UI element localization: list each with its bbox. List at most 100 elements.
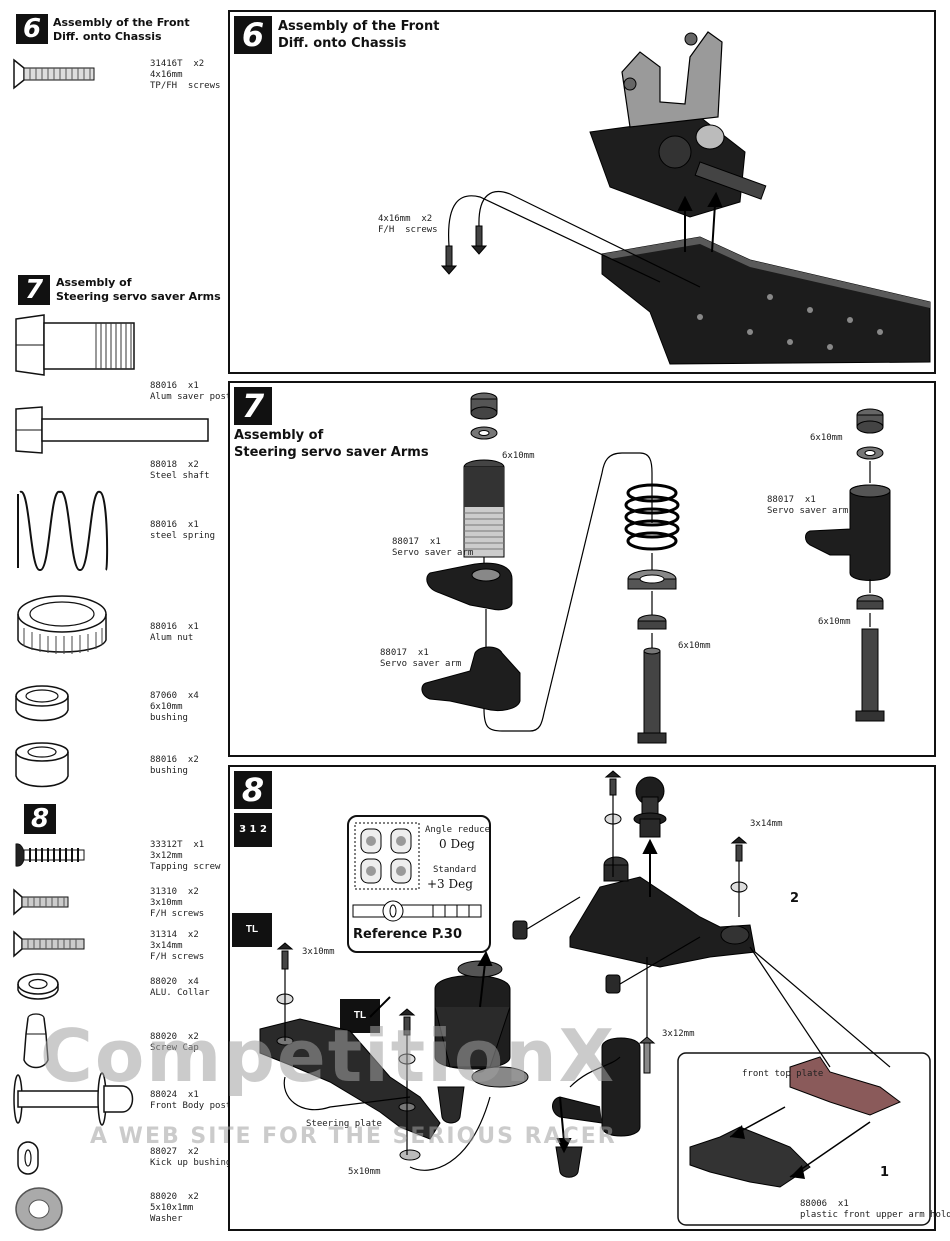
- panel7-diagram: [421, 392, 891, 744]
- part-88016-post-code: 88016 x1: [150, 381, 199, 391]
- steel-shaft-icon: [15, 406, 209, 454]
- steel-spring-icon: [17, 490, 109, 572]
- part-87060-desc2: bushing: [150, 713, 188, 723]
- panel8-arrows: [369, 838, 658, 1154]
- panel8-diagram: [259, 770, 931, 1226]
- threadlock-badge-1: TL: [232, 913, 272, 947]
- front-plate-inset: [677, 1052, 931, 1226]
- panel7-label-arm-a1: 88017 x1: [392, 537, 441, 547]
- kick-up-bushings: [512, 920, 621, 994]
- panel7-title-line1: Assembly of: [234, 428, 324, 443]
- panel8-label-holder2: plastic front upper arm holder: [800, 1210, 950, 1220]
- reference-standard-line2: +3 Deg: [427, 877, 473, 891]
- part-88020-collar-desc: ALU. Collar: [150, 988, 210, 998]
- panel8-label-two: 2: [790, 891, 800, 906]
- panel7-label-6x10-d: 6x10mm: [818, 617, 851, 627]
- part-31416t-desc2: TP/FH screws: [150, 81, 221, 91]
- reference-standard-line1: Standard: [433, 865, 477, 875]
- front-diff-bulkhead: [589, 31, 767, 218]
- part-88018-code: 88018 x2: [150, 460, 199, 470]
- panel6-diagram: [440, 31, 931, 365]
- screw-caps: [437, 1086, 583, 1178]
- inset-callout-lines: [749, 946, 891, 1068]
- panel7-label-arm-b2: Servo saver arm: [380, 659, 462, 669]
- part-88020-washer-desc2: Washer: [150, 1214, 183, 1224]
- part-31310-code: 31310 x2: [150, 887, 199, 897]
- part-88020-washer-desc1: 5x10x1mm: [150, 1203, 194, 1213]
- panel7-label-6x10-c: 6x10mm: [810, 433, 843, 443]
- fh-screw-3x14-icon: [13, 930, 85, 958]
- part-88020-collar-code: 88020 x4: [150, 977, 199, 987]
- panel7-label-6x10-b: 6x10mm: [678, 641, 711, 651]
- part-88020-cap-code: 88020 x2: [150, 1032, 199, 1042]
- panel-step6: 6 Assembly of the Front Diff. onto Chass…: [228, 10, 936, 374]
- part-88016-nut-code: 88016 x1: [150, 622, 199, 632]
- alu-collar-icon: [17, 973, 59, 1000]
- reference-arm-sketch: [352, 900, 482, 922]
- right-stack: [805, 408, 891, 722]
- part-31310-desc1: 3x10mm: [150, 898, 183, 908]
- part-88018-desc: Steel shaft: [150, 471, 210, 481]
- part-88027-code: 88027 x2: [150, 1147, 199, 1157]
- fh-screw-3x10-icon: [13, 888, 69, 916]
- reference-hole-diagram: [354, 822, 420, 890]
- panel7-guide-line: [483, 452, 653, 732]
- step7-title-line1: Assembly of: [56, 276, 132, 289]
- reference-inset: Angle reduce 0 Deg Standard +3 Deg Refer…: [347, 815, 491, 953]
- part-88016-bushing-desc: bushing: [150, 766, 188, 776]
- part-88024-desc: Front Body post: [150, 1101, 232, 1111]
- panel7-label-arm-c2: Servo saver arm: [767, 506, 849, 516]
- panel7-label-arm-c1: 88017 x1: [767, 495, 816, 505]
- part-31314-desc1: 3x14mm: [150, 941, 183, 951]
- part-88016-post-desc: Alum saver post: [150, 392, 232, 402]
- panel8-label-3x14: 3x14mm: [750, 819, 783, 829]
- panel8-label-3x10: 3x10mm: [302, 947, 335, 957]
- insertion-arrows: [677, 191, 723, 253]
- threadlock-badge-2: TL: [340, 999, 380, 1033]
- part-88020-cap-desc: Screw Cap: [150, 1043, 199, 1053]
- step6-title-line2: Diff. onto Chassis: [53, 30, 162, 43]
- screw-4x16-icon: [13, 58, 95, 90]
- part-87060-desc1: 6x10mm: [150, 702, 183, 712]
- watermark-logo-text: CompetitionX: [40, 1014, 617, 1098]
- servo-saver-assembly: [434, 960, 529, 1088]
- part-87060-code: 87060 x4: [150, 691, 199, 701]
- panel8-label-steering-plate: Steering plate: [306, 1119, 382, 1129]
- panel6-screw-label1: 4x16mm x2: [378, 214, 433, 224]
- panel6-number-badge: 6: [234, 16, 272, 54]
- part-33312t-desc1: 3x12mm: [150, 851, 183, 861]
- watermark-tagline: A WEB SITE FOR THE SERIOUS RACER: [90, 1124, 617, 1149]
- step7-title-line2: Steering servo saver Arms: [56, 290, 221, 303]
- step8-number-badge: 8: [24, 804, 56, 834]
- kick-up-bushing-icon: [17, 1141, 39, 1175]
- part-31314-code: 31314 x2: [150, 930, 199, 940]
- panel8-label-3x12: 3x12mm: [662, 1029, 695, 1039]
- panel8-order-badge: 3 1 2: [234, 813, 272, 847]
- reference-angle-line2: 0 Deg: [439, 837, 475, 851]
- body-post: [633, 776, 667, 838]
- reference-title: Reference P.30: [353, 927, 463, 942]
- panel8-label-one: 1: [880, 1165, 890, 1180]
- part-31416t-desc1: 4x16mm: [150, 70, 183, 80]
- panel8-label-holder1: 88006 x1: [800, 1199, 849, 1209]
- panel6-title-line1: Assembly of the Front: [278, 19, 440, 34]
- part-31310-desc2: F/H screws: [150, 909, 205, 919]
- panel7-title-line2: Steering servo saver Arms: [234, 445, 429, 460]
- part-33312t-desc2: Tapping screw: [150, 862, 221, 872]
- screw-guide-lines: [447, 190, 701, 288]
- panel8-number-badge: 8: [234, 771, 272, 809]
- upper-arm-holder: [569, 856, 756, 968]
- bushing-88016-icon: [15, 742, 69, 788]
- part-88027-desc: Kick up bushing: [150, 1158, 232, 1168]
- panel-step7: 7 Assembly of Steering servo saver Arms: [228, 381, 936, 757]
- panel8-label-front-top-plate: front top plate: [742, 1069, 824, 1079]
- left-stack: [421, 392, 521, 712]
- step6-title-line1: Assembly of the Front: [53, 16, 190, 29]
- panel7-label-arm-a2: Servo saver arm: [392, 548, 474, 558]
- part-88016-spring-desc: steel spring: [150, 531, 216, 541]
- part-33312t-code: 33312T x1: [150, 840, 205, 850]
- part-88016-spring-code: 88016 x1: [150, 520, 199, 530]
- part-88016-nut-desc: Alum nut: [150, 633, 194, 643]
- screw-cap-icon: [23, 1013, 49, 1069]
- alum-nut-icon: [17, 595, 107, 654]
